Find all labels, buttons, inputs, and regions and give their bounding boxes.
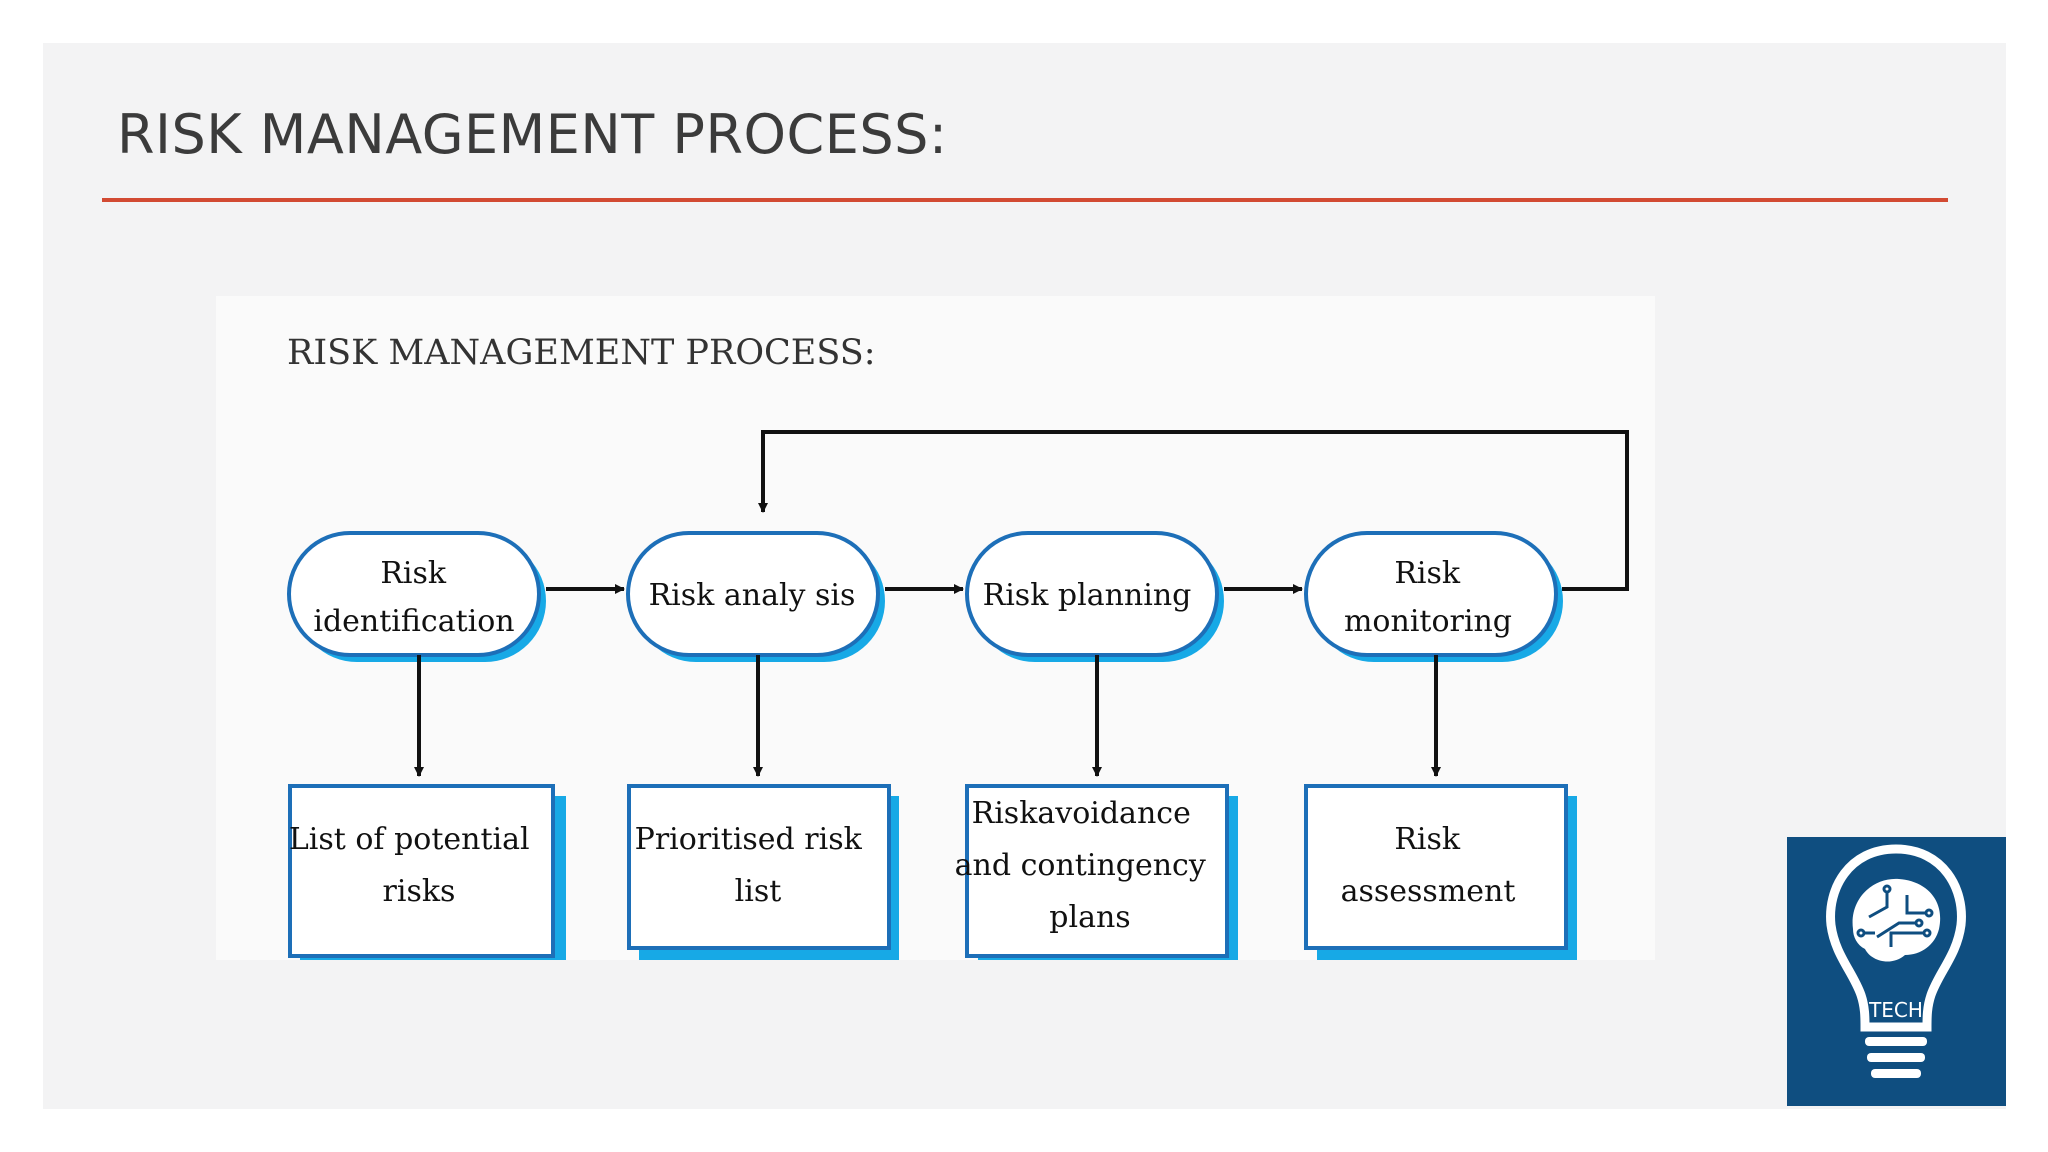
process-step-risk-planning: Risk planning [965, 531, 1224, 662]
output-label-line: risks [383, 874, 456, 909]
output-prioritised-risk-list: Prioritised risk list [627, 784, 899, 960]
svg-text:Risk planning: Risk planning [983, 578, 1192, 613]
output-label-line: List of potential [289, 822, 530, 857]
slide: RISK MANAGEMENT PROCESS: RISK MANAGEMENT… [43, 43, 2006, 1109]
step-label-line: Risk analy sis [649, 578, 856, 613]
risk-process-figure: RISK MANAGEMENT PROCESS: Risk identifica… [216, 296, 1655, 960]
svg-text:Risk analy sis: Risk analy sis [649, 578, 856, 613]
svg-text:Risk monitoring: Risk monitoring [1344, 556, 1512, 639]
slide-title: RISK MANAGEMENT PROCESS: [117, 103, 948, 166]
output-label-line: Prioritised risk [635, 822, 863, 857]
step-label-line: identification [313, 604, 514, 639]
step-label-line: Risk [380, 556, 447, 591]
svg-text:List of potential ri: List of potential risks [289, 822, 539, 909]
lightbulb-icon: TECH [1826, 844, 1966, 1078]
svg-text:Risk assessment: Risk assessment [1341, 822, 1516, 909]
step-label-line: monitoring [1344, 604, 1512, 639]
process-step-risk-identification: Risk identification [287, 531, 546, 662]
svg-text:Riskavoidance and co: Riskavoidance and contingency plans [955, 796, 1216, 935]
step-label-line: Risk [1394, 556, 1461, 591]
output-risk-assessment: Risk assessment [1304, 784, 1577, 960]
title-underline [102, 198, 1948, 202]
output-label-line: plans [1049, 900, 1130, 935]
process-diagram: RISK MANAGEMENT PROCESS: Risk identifica… [287, 333, 1629, 960]
output-label-line: list [735, 874, 782, 909]
process-step-risk-monitoring: Risk monitoring [1304, 531, 1563, 662]
svg-text:Prioritised risk lis: Prioritised risk list [635, 822, 872, 909]
output-label-line: and contingency [955, 848, 1206, 883]
tech-lightbulb-logo: TECH [1787, 837, 2006, 1106]
logo-text: TECH [1868, 998, 1923, 1022]
feedback-loop-arrow [758, 430, 1629, 591]
step-label-line: Risk planning [983, 578, 1192, 613]
output-label-line: Risk [1394, 822, 1461, 857]
figure-heading: RISK MANAGEMENT PROCESS: [287, 333, 876, 373]
output-list-of-potential-risks: List of potential risks [288, 784, 566, 960]
process-step-risk-analysis: Risk analy sis [626, 531, 885, 662]
svg-text:Risk identification: Risk identification [313, 556, 514, 639]
output-risk-avoidance-plans: Riskavoidance and contingency plans [955, 784, 1238, 960]
output-label-line: Riskavoidance [972, 796, 1191, 831]
output-label-line: assessment [1341, 874, 1516, 909]
